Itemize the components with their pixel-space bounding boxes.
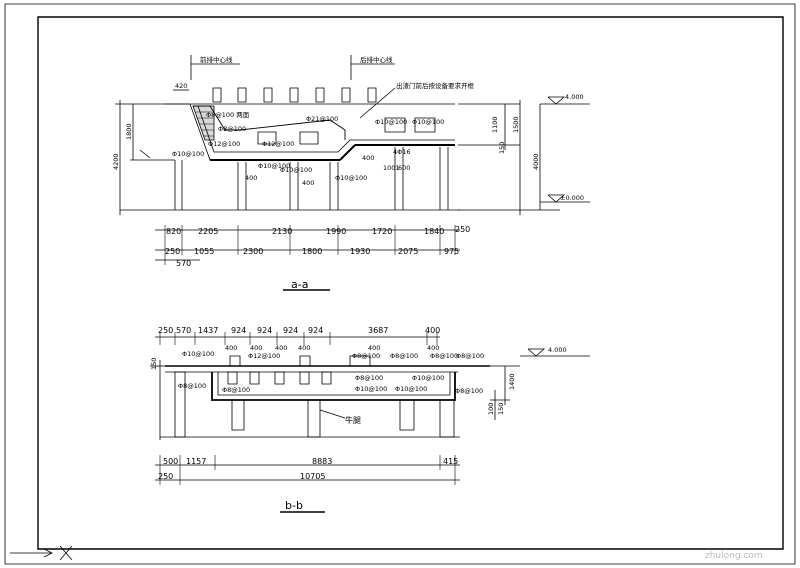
bb-small-dim: 400 bbox=[275, 344, 287, 352]
dim-row1: 1990 bbox=[326, 227, 346, 236]
dim-row1: 250 bbox=[455, 225, 470, 234]
bb-rebar-label: Φ8@100 bbox=[352, 352, 380, 360]
beam-label: 牛腿 bbox=[345, 415, 361, 425]
right-dim-1500: 1500 bbox=[512, 116, 520, 133]
bb-dim-top: 924 bbox=[283, 326, 298, 335]
ucs-icon bbox=[10, 546, 72, 560]
center-line-rear-label: 后排中心线 bbox=[360, 55, 393, 64]
bb-rebar-label: Φ8@100 bbox=[430, 352, 458, 360]
bb-right-dim-1400: 1400 bbox=[508, 373, 516, 390]
small-dim: 400 bbox=[302, 179, 314, 187]
rebar-label: Φ10@100 bbox=[335, 174, 367, 182]
elevation-ground: ±0.000 bbox=[560, 194, 584, 202]
bb-dim-top: 1437 bbox=[198, 326, 218, 335]
elevation-top: 4.000 bbox=[565, 93, 584, 101]
small-dim: 600 bbox=[398, 164, 410, 172]
dim-row3: 570 bbox=[176, 259, 191, 268]
bb-dim-bottom1: 1157 bbox=[186, 457, 206, 466]
top-left-dim: 420 bbox=[175, 82, 187, 90]
small-dim: 1001 bbox=[383, 164, 400, 172]
rebar-label: Φ10@100 bbox=[412, 118, 444, 126]
right-dim-1100: 1100 bbox=[491, 116, 499, 133]
section-aa-title: a-a bbox=[291, 278, 308, 291]
bb-left-dim: 150 bbox=[150, 358, 158, 370]
bb-small-dim: 400 bbox=[225, 344, 237, 352]
bb-dim-top: 570 bbox=[176, 326, 191, 335]
dim-row2: 975 bbox=[444, 247, 459, 256]
small-dim: 400 bbox=[245, 174, 257, 182]
center-line-front-label: 前排中心线 bbox=[200, 55, 233, 64]
left-dim-4200: 4200 bbox=[112, 153, 120, 170]
dim-row1: 2130 bbox=[272, 227, 292, 236]
dim-row2: 1930 bbox=[350, 247, 370, 256]
bb-rebar-label: Φ8@100 bbox=[178, 382, 206, 390]
rebar-label: Φ10@100 bbox=[375, 118, 407, 126]
dim-row1: 1840 bbox=[424, 227, 444, 236]
bb-small-dim: 400 bbox=[250, 344, 262, 352]
bb-dim-top: 400 bbox=[425, 326, 440, 335]
rebar-label: Φ12@100 bbox=[262, 140, 294, 148]
rebar-label: Φ12@100 bbox=[208, 140, 240, 148]
bb-dim-top: 924 bbox=[231, 326, 246, 335]
dim-row2: 1055 bbox=[194, 247, 214, 256]
bb-dim-bottom2: 10705 bbox=[300, 472, 325, 481]
dim-row2: 1800 bbox=[302, 247, 322, 256]
bb-rebar-label: Φ8@100 bbox=[456, 352, 484, 360]
note-leader-label: 出渣门前后按设备要求开框 bbox=[396, 81, 475, 90]
bb-dim-top: 924 bbox=[257, 326, 272, 335]
inner-frame bbox=[38, 17, 783, 549]
dim-row1: 1720 bbox=[372, 227, 392, 236]
bb-rebar-label: Φ10@100 bbox=[412, 374, 444, 382]
bb-dim-top: 924 bbox=[308, 326, 323, 335]
dim-row2: 250 bbox=[165, 247, 180, 256]
rebar-label: Φ10@100 bbox=[172, 150, 204, 158]
dim-row1: 820 bbox=[166, 227, 181, 236]
right-dim-4000: 4000 bbox=[532, 153, 540, 170]
small-dim: 400 bbox=[362, 154, 374, 162]
bb-rebar-label: Φ8@100 bbox=[355, 374, 383, 382]
rebar-label: 4Φ16 bbox=[393, 148, 411, 156]
rebar-label: Φ8@100 两面 bbox=[206, 111, 250, 119]
outer-frame bbox=[5, 4, 795, 564]
bb-dim-top: 3687 bbox=[368, 326, 388, 335]
watermark: zhulong.com bbox=[705, 551, 763, 561]
bb-rebar-label: Φ10@100 bbox=[395, 385, 427, 393]
bb-dim-bottom1: 8883 bbox=[312, 457, 332, 466]
bb-dim-bottom1: 415 bbox=[443, 457, 458, 466]
rebar-label: Φ8@100 bbox=[218, 125, 246, 133]
bb-small-dim: 400 bbox=[298, 344, 310, 352]
rebar-label: Φ10@100 bbox=[280, 166, 312, 174]
bb-right-dim-100: 100 bbox=[487, 403, 495, 415]
bb-rebar-label: Φ12@100 bbox=[248, 352, 280, 360]
bb-rebar-label: Φ8@100 bbox=[455, 387, 483, 395]
rebar-label: Φ10@100 bbox=[258, 162, 290, 170]
bb-rebar-label: Φ8@100 bbox=[222, 386, 250, 394]
bb-rebar-label: Φ10@100 bbox=[182, 350, 214, 358]
bb-elevation: 4.000 bbox=[548, 346, 567, 354]
left-dim-1800: 1800 bbox=[125, 123, 133, 140]
bb-dim-top: 250 bbox=[158, 326, 173, 335]
bb-rebar-label: Φ10@100 bbox=[355, 385, 387, 393]
bb-small-dim: 400 bbox=[368, 344, 380, 352]
bb-small-dim: 400 bbox=[427, 344, 439, 352]
section-aa bbox=[115, 55, 590, 290]
bb-dim-bottom1: 500 bbox=[163, 457, 178, 466]
dim-row2: 2075 bbox=[398, 247, 418, 256]
dim-row1: 2205 bbox=[198, 227, 218, 236]
bb-right-dim-150: 150 bbox=[497, 403, 505, 415]
section-bb-title: b-b bbox=[285, 499, 303, 512]
section-bb bbox=[150, 332, 590, 512]
dim-row2: 2300 bbox=[243, 247, 263, 256]
bb-rebar-label: Φ8@100 bbox=[390, 352, 418, 360]
rebar-label: Φ21@100 bbox=[306, 115, 338, 123]
right-dim-150: 150 bbox=[498, 142, 506, 154]
bb-dim-bottom2: 250 bbox=[158, 472, 173, 481]
